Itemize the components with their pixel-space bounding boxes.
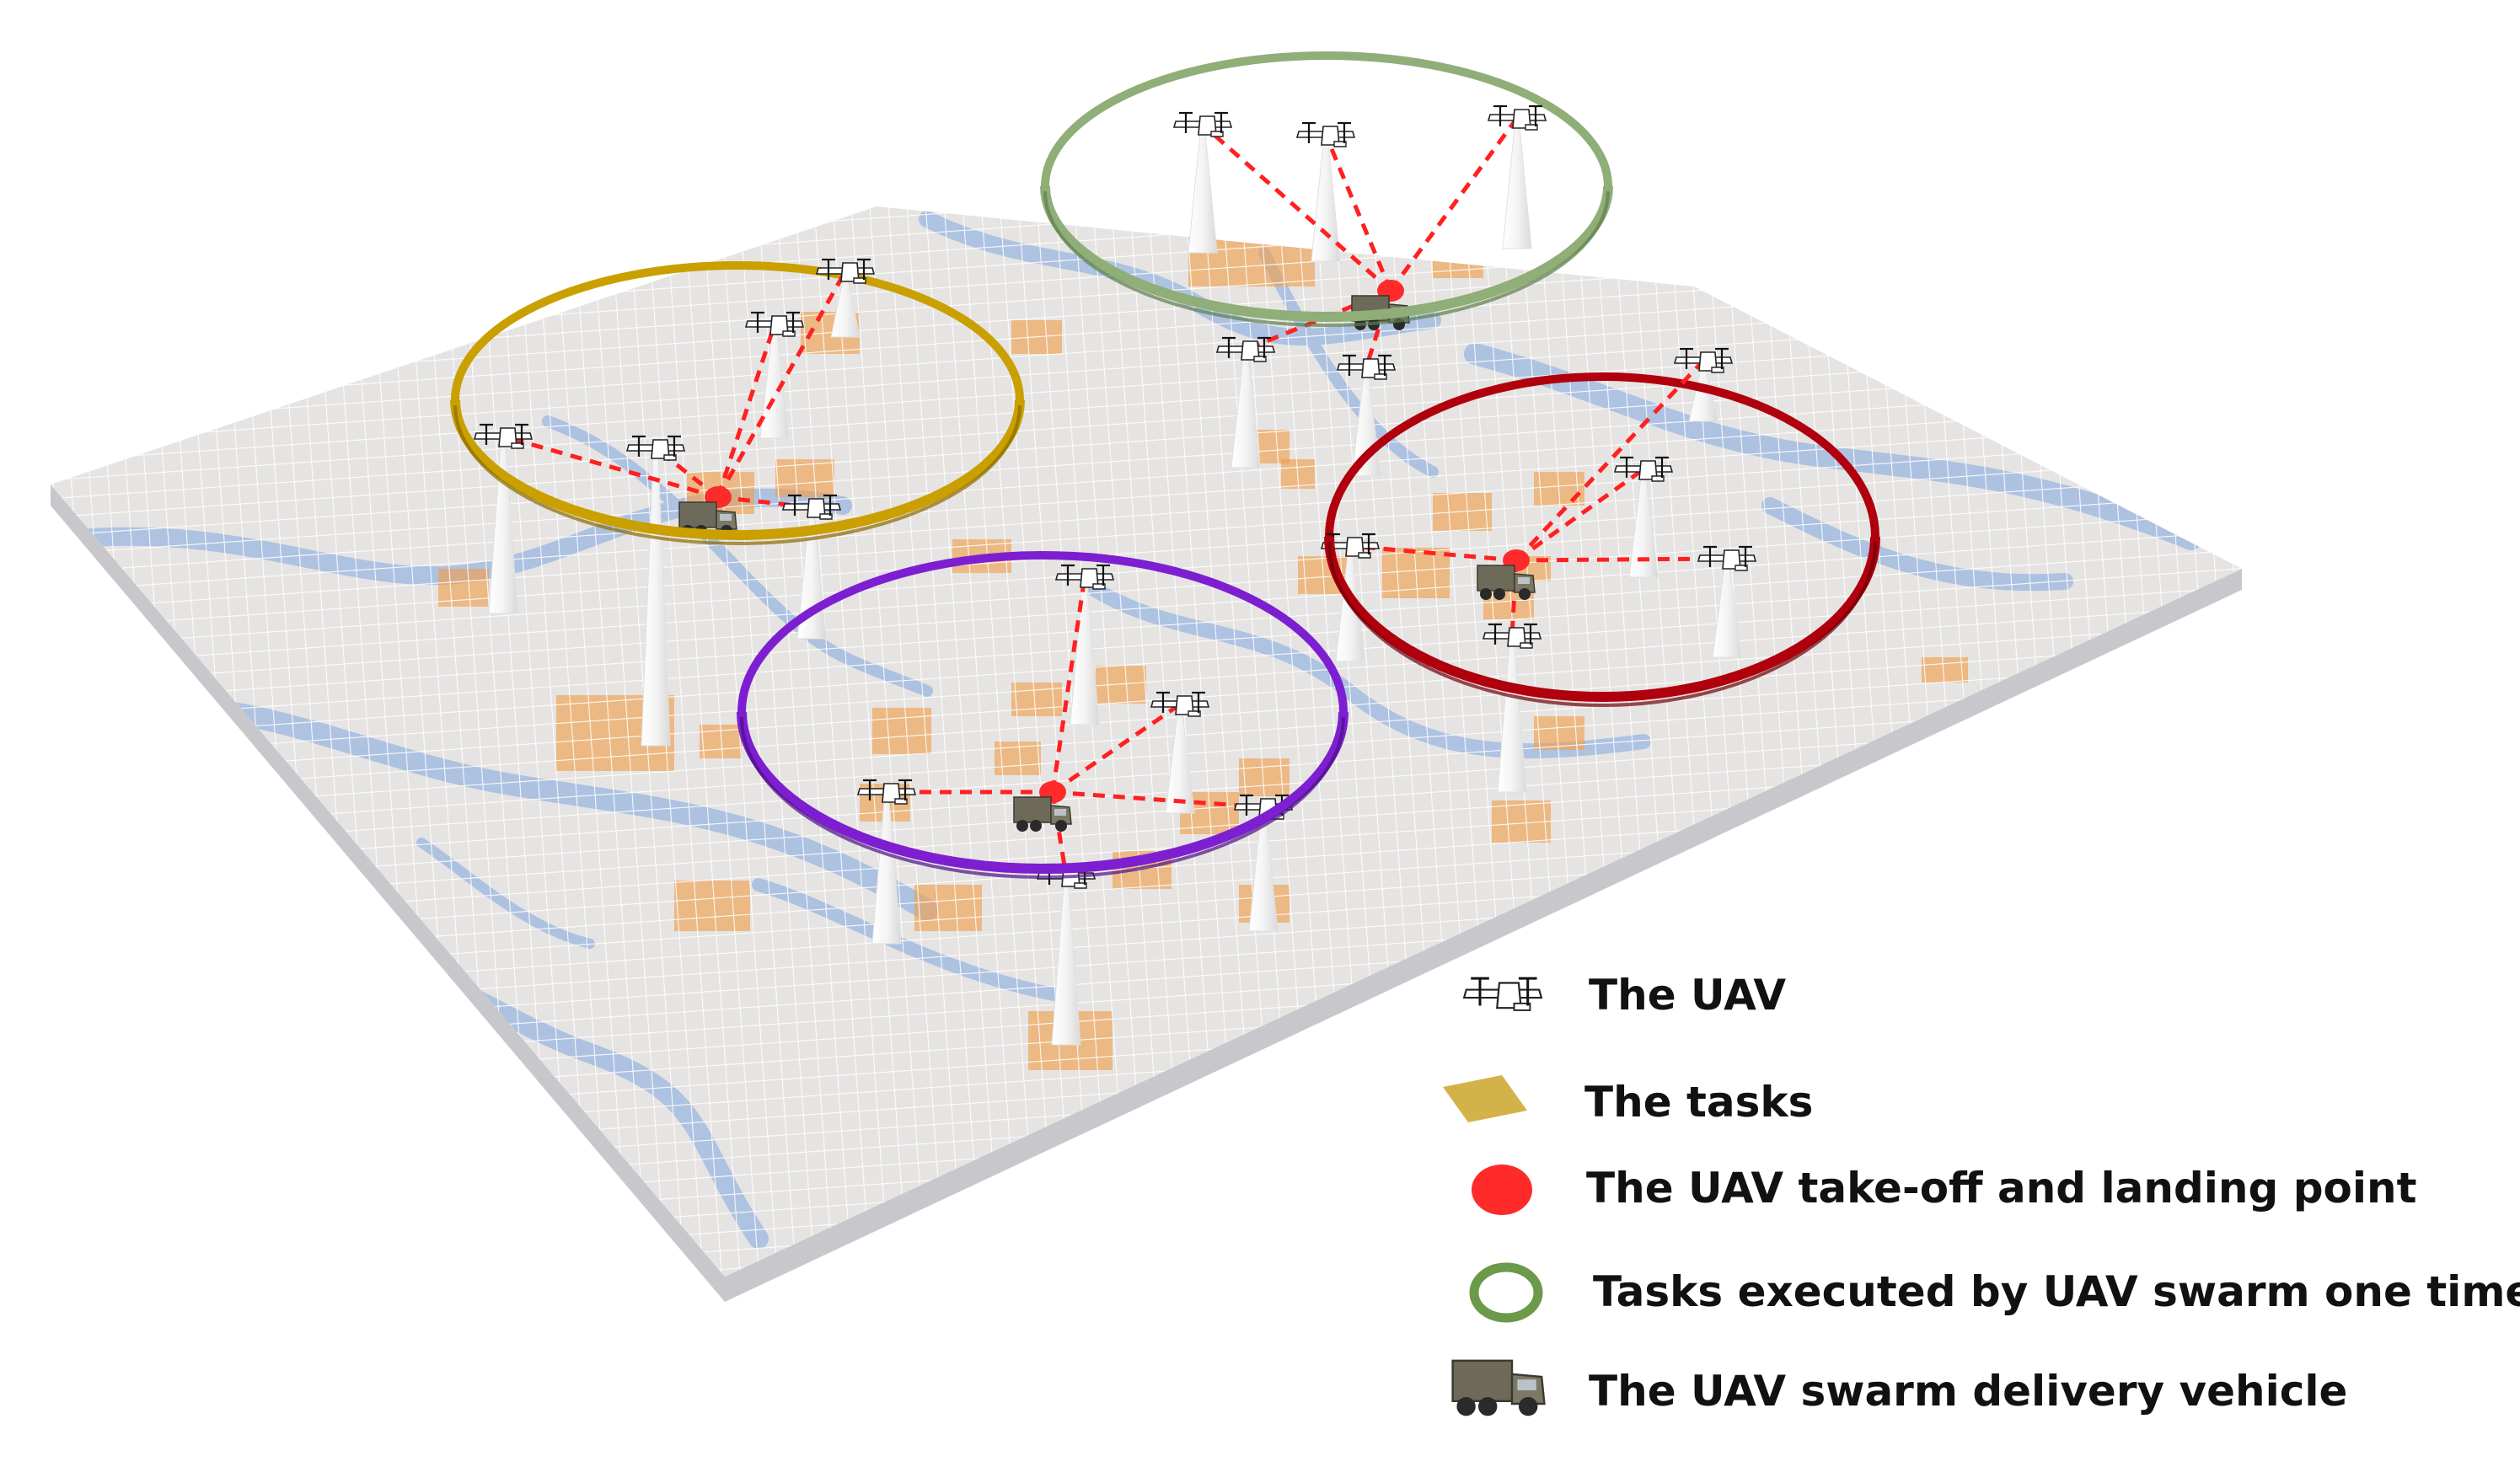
legend-item-vehicle: The UAV swarm delivery vehicle	[1451, 1359, 2347, 1416]
ring-arc-back	[1325, 372, 1879, 538]
uav-icon	[1613, 456, 1674, 482]
route-line	[1050, 576, 1087, 793]
route-line	[1509, 559, 1519, 637]
uavs	[473, 104, 1757, 889]
ring-arc-shade	[1327, 541, 1877, 707]
uav-icon	[744, 311, 805, 337]
legend-point-label: The UAV take-off and landing point	[1586, 1164, 2416, 1213]
route-line	[1515, 556, 1728, 563]
swarm-ring-front	[450, 399, 1025, 545]
route-line	[716, 324, 777, 498]
uav-icon	[1215, 336, 1276, 362]
legend-item-tasks: The tasks	[1443, 1075, 1813, 1127]
swarm-ring-front	[1324, 536, 1880, 707]
uav-routes	[502, 116, 1728, 877]
route-line	[1051, 702, 1182, 795]
altitude-pillar	[1188, 132, 1218, 254]
route-line	[1388, 116, 1520, 292]
ring-arc-back	[1041, 51, 1612, 187]
route-line	[1050, 791, 1069, 877]
uav-icon	[1172, 111, 1233, 137]
ring-arc-front	[1040, 185, 1613, 322]
ring-arc-shade	[1043, 190, 1610, 327]
ring-icon	[1469, 1262, 1543, 1323]
uav-icon	[815, 258, 876, 284]
legend-tasks-label: The tasks	[1584, 1078, 1813, 1127]
uav-icon	[1482, 623, 1542, 649]
uav-icon	[1673, 347, 1734, 373]
legend-ring-label: Tasks executed by UAV swarm one time	[1593, 1267, 2520, 1316]
legend: The UAV The tasks The UAV take-off and l…	[1443, 971, 2520, 1416]
delivery-vehicles	[678, 295, 1536, 832]
swarm-ring-front	[737, 711, 1348, 879]
uav-icon	[1336, 354, 1397, 380]
uav-icon	[1320, 533, 1381, 559]
ring-arc-shade	[740, 716, 1345, 879]
task-area	[1087, 206, 1180, 228]
ring-arc-shade	[453, 404, 1021, 545]
landing-point-icon	[1472, 1164, 1532, 1215]
route-line	[1052, 790, 1264, 810]
rings-back	[451, 51, 1879, 713]
route-line	[1201, 123, 1392, 292]
altitude-pillar	[1502, 126, 1532, 249]
uav-icon	[1054, 564, 1115, 590]
uav-icon	[1150, 691, 1210, 717]
uav-icon	[1697, 545, 1757, 571]
route-line	[1515, 467, 1645, 563]
delivery-truck-icon	[1013, 796, 1072, 832]
ring-arc-front	[1324, 536, 1880, 702]
route-line	[1323, 134, 1393, 292]
legend-uav-label: The UAV	[1589, 971, 1786, 1020]
truck-glyph	[1451, 1359, 1546, 1416]
swarm-ring-back	[1041, 51, 1612, 187]
truck-icon	[1451, 1359, 1546, 1416]
swarm-ring-back	[451, 261, 1024, 401]
uav-icon	[473, 423, 533, 449]
legend-item-uav: The UAV	[1462, 971, 1786, 1020]
uav-icon	[856, 779, 917, 805]
uav-glyph	[1462, 977, 1543, 1011]
route-line	[502, 434, 719, 500]
ring-arc-front	[450, 399, 1025, 540]
route-line	[716, 270, 848, 499]
task-area-icon	[1443, 1075, 1527, 1122]
legend-vehicle-label: The UAV swarm delivery vehicle	[1589, 1367, 2347, 1416]
ring-arc-back	[737, 551, 1348, 713]
uav-icon	[1462, 977, 1543, 1011]
route-line	[1349, 543, 1517, 563]
swarm-ring-back	[737, 551, 1348, 713]
rings-front	[450, 185, 1880, 879]
route-line	[1364, 290, 1393, 368]
ring-arc-front	[737, 711, 1348, 874]
uav-icon	[1487, 104, 1547, 131]
legend-item-ring: Tasks executed by UAV swarm one time	[1469, 1262, 2520, 1323]
route-line	[717, 495, 812, 510]
delivery-truck-icon	[1477, 565, 1536, 600]
swarm-ring-back	[1325, 372, 1879, 538]
uav-icon	[1295, 121, 1356, 147]
legend-item-point: The UAV take-off and landing point	[1472, 1164, 2416, 1215]
uav-icon	[625, 435, 686, 461]
uav-icon	[781, 494, 842, 520]
ring-arc-back	[451, 261, 1024, 401]
route-line	[1515, 359, 1705, 562]
swarm-ring-front	[1040, 185, 1613, 327]
